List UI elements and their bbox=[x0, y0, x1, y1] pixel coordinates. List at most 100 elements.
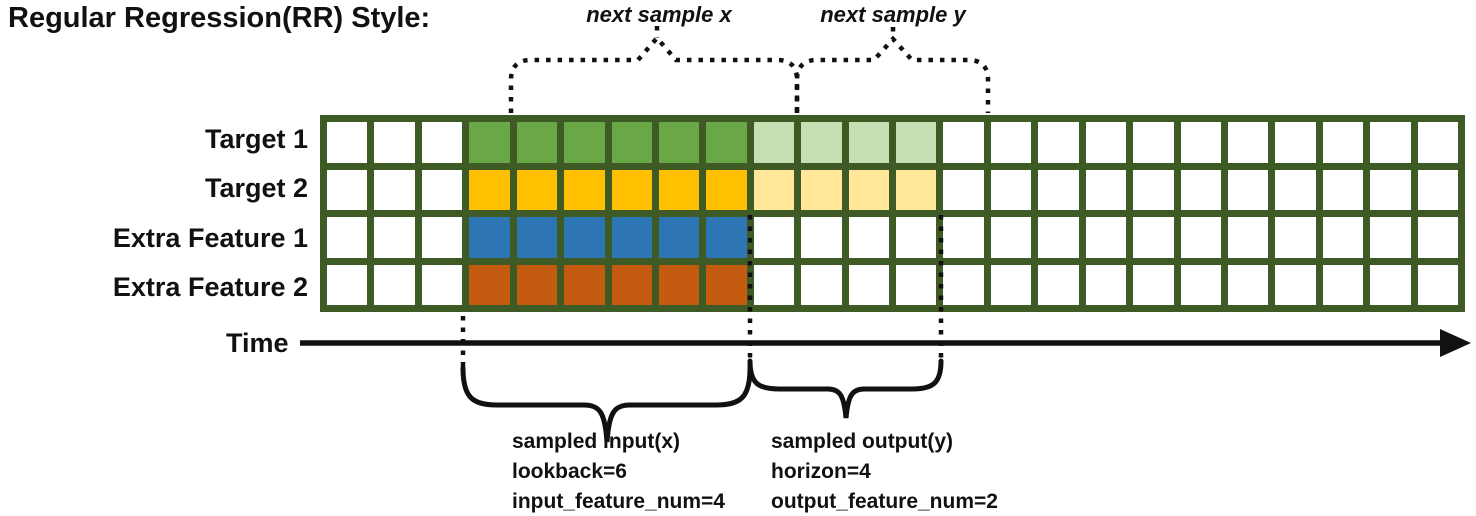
grid-cell bbox=[611, 169, 652, 210]
grid-cell bbox=[1417, 122, 1458, 163]
grid-cell bbox=[564, 264, 605, 305]
grid-cell bbox=[753, 264, 795, 305]
next-sample-x-brace bbox=[508, 34, 800, 113]
grid-cell bbox=[1085, 217, 1127, 258]
grid-cell bbox=[706, 217, 747, 258]
grid-cell bbox=[753, 217, 795, 258]
sample-grid bbox=[320, 115, 1465, 312]
grid-cell bbox=[1322, 264, 1364, 305]
grid-cell bbox=[1180, 122, 1221, 163]
grid-cell bbox=[1322, 169, 1364, 210]
grid-cell bbox=[706, 264, 747, 305]
grid-cell bbox=[943, 264, 984, 305]
grid-cell bbox=[421, 264, 463, 305]
row-labels: Target 1 Target 2 Extra Feature 1 Extra Fea… bbox=[0, 115, 308, 312]
grid-cell bbox=[516, 122, 558, 163]
grid-cell bbox=[658, 122, 700, 163]
sampled-input-note: sampled input(x) lookback=6 input_featur… bbox=[512, 427, 725, 516]
grid-cell bbox=[1370, 169, 1411, 210]
grid-cell bbox=[1133, 122, 1174, 163]
grid-cell bbox=[753, 122, 795, 163]
sampled-output-note: sampled output(y) horizon=4 output_featu… bbox=[771, 427, 998, 516]
grid-cell bbox=[943, 122, 984, 163]
row-label: Extra Feature 1 bbox=[112, 222, 308, 253]
grid-cell bbox=[706, 169, 747, 210]
grid-cell bbox=[943, 217, 984, 258]
grid-cell bbox=[421, 169, 463, 210]
grid-cell bbox=[421, 217, 463, 258]
grid-cell bbox=[801, 169, 842, 210]
grid-cell bbox=[564, 169, 605, 210]
input-feature-num-value: input_feature_num=4 bbox=[512, 490, 725, 513]
next-sample-y-brace bbox=[794, 35, 991, 113]
row-label: Extra Feature 2 bbox=[112, 271, 308, 302]
grid-cell bbox=[896, 217, 937, 258]
grid-cell bbox=[658, 264, 700, 305]
grid-cell bbox=[1085, 264, 1127, 305]
grid-cell bbox=[516, 169, 558, 210]
grid-cell bbox=[1322, 217, 1364, 258]
grid-cell bbox=[469, 169, 510, 210]
grid-cell bbox=[611, 217, 652, 258]
horizon-value: horizon=4 bbox=[771, 460, 871, 483]
grid-cell bbox=[1038, 264, 1079, 305]
grid-cell bbox=[469, 264, 510, 305]
grid-cell bbox=[1370, 264, 1411, 305]
output-feature-num-value: output_feature_num=2 bbox=[771, 490, 998, 513]
grid-cell bbox=[374, 122, 415, 163]
grid-cell bbox=[848, 264, 889, 305]
grid-cell bbox=[1275, 122, 1316, 163]
grid-cell bbox=[1133, 217, 1174, 258]
grid-cell bbox=[1133, 264, 1174, 305]
grid-cell bbox=[564, 217, 605, 258]
grid-cell bbox=[848, 169, 889, 210]
grid-cell bbox=[1038, 169, 1079, 210]
grid-cell bbox=[801, 122, 842, 163]
next-sample-x-label: next sample x bbox=[586, 2, 732, 27]
grid-cell bbox=[1038, 122, 1079, 163]
grid-cell bbox=[516, 217, 558, 258]
grid-cell bbox=[1322, 122, 1364, 163]
grid-cell bbox=[1180, 264, 1221, 305]
grid-cell bbox=[374, 217, 415, 258]
grid-cell bbox=[990, 217, 1032, 258]
grid-cell bbox=[848, 122, 889, 163]
grid-cell bbox=[327, 169, 368, 210]
grid-cell bbox=[896, 264, 937, 305]
grid-cell bbox=[1227, 169, 1269, 210]
next-sample-y-label: next sample y bbox=[820, 2, 966, 27]
grid-cell bbox=[1417, 217, 1458, 258]
sampled-output-title: sampled output(y) bbox=[771, 430, 953, 453]
grid-cell bbox=[1227, 122, 1269, 163]
grid-cell bbox=[374, 169, 415, 210]
grid-cell bbox=[896, 169, 937, 210]
sampled-output-brace bbox=[747, 358, 944, 419]
grid-cell bbox=[1417, 169, 1458, 210]
grid-cell bbox=[990, 169, 1032, 210]
grid-cell bbox=[1180, 169, 1221, 210]
grid-cell bbox=[1370, 217, 1411, 258]
grid-cell bbox=[1085, 122, 1127, 163]
row-label: Target 1 bbox=[204, 124, 308, 155]
grid-cell bbox=[469, 122, 510, 163]
grid-cell bbox=[421, 122, 463, 163]
grid-cell bbox=[611, 122, 652, 163]
grid-cell bbox=[896, 122, 937, 163]
grid-cell bbox=[1275, 169, 1316, 210]
grid-cell bbox=[753, 169, 795, 210]
grid-cell bbox=[1227, 264, 1269, 305]
grid-cell bbox=[564, 122, 605, 163]
grid-cell bbox=[943, 169, 984, 210]
grid-cell bbox=[516, 264, 558, 305]
lookback-value: lookback=6 bbox=[512, 460, 627, 483]
grid-cell bbox=[990, 264, 1032, 305]
grid-cell bbox=[327, 264, 368, 305]
grid-cell bbox=[1180, 217, 1221, 258]
grid-cell bbox=[1417, 264, 1458, 305]
grid-cell bbox=[1370, 122, 1411, 163]
grid-cell bbox=[327, 122, 368, 163]
grid-cell bbox=[1275, 264, 1316, 305]
grid-cell bbox=[1227, 217, 1269, 258]
row-label: Target 2 bbox=[204, 173, 308, 204]
